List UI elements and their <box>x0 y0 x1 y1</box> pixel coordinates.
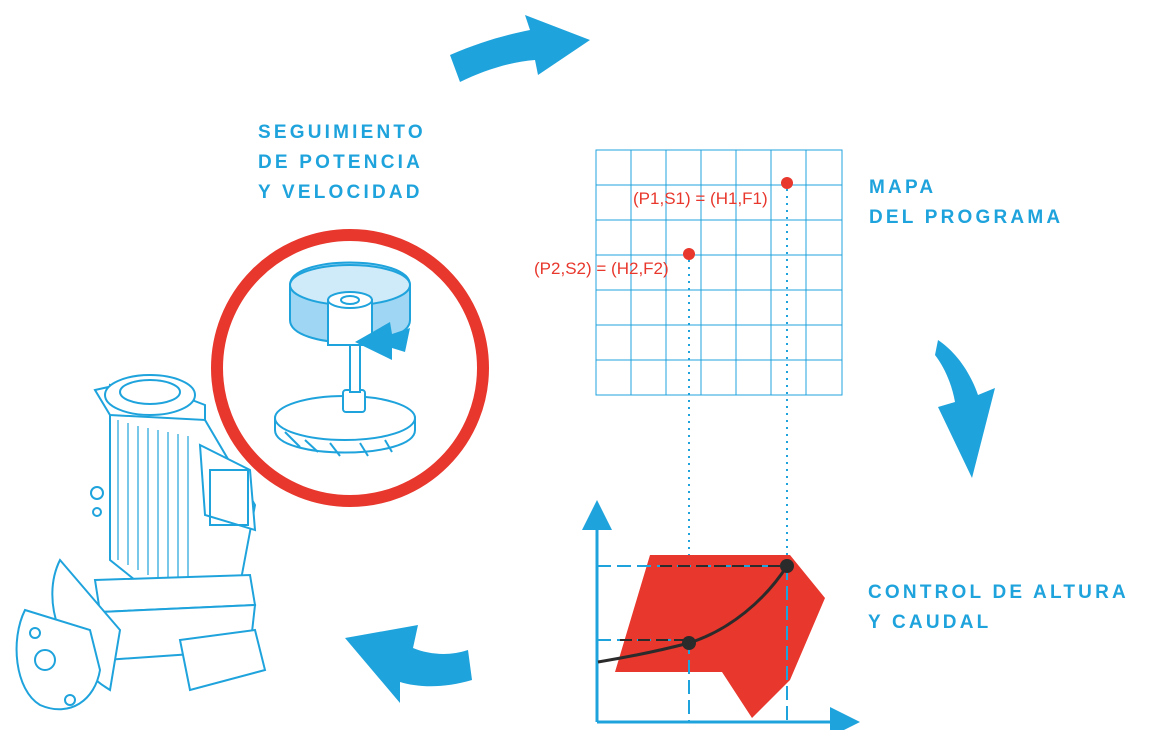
label-line: CONTROL DE ALTURA <box>868 582 1129 603</box>
point-1-label: (P1,S1) = (H1,F1) <box>633 189 768 208</box>
pump-icon <box>15 374 267 711</box>
curved-arrow-icon <box>935 340 995 478</box>
f1: F1 <box>742 189 763 208</box>
head-flow-chart <box>582 500 860 730</box>
operating-point-2 <box>682 636 696 650</box>
rotation-arrow-icon <box>355 322 410 360</box>
operating-region <box>615 555 825 718</box>
map-point-2 <box>683 248 695 260</box>
point-2-label: (P2,S2) = (H2,F2) <box>534 259 669 278</box>
highlight-circle <box>211 229 489 507</box>
h1: H1 <box>715 189 738 208</box>
label-line: Y VELOCIDAD <box>258 182 423 203</box>
label-line: MAPA <box>869 177 937 198</box>
program-map-grid <box>595 149 843 396</box>
map-point-1 <box>781 177 793 189</box>
curved-arrow-icon <box>345 625 472 703</box>
p1: P1 <box>638 189 660 208</box>
impeller-icon <box>274 261 416 457</box>
program-map-label: MAPA DEL PROGRAMA <box>869 173 1063 233</box>
p2: P2 <box>539 259 561 278</box>
label-line: DE POTENCIA <box>258 152 424 173</box>
s2: S2 <box>565 259 586 278</box>
operating-point-1 <box>780 559 794 573</box>
label-line: Y CAUDAL <box>868 612 992 633</box>
head-flow-control-label: CONTROL DE ALTURA Y CAUDAL <box>868 578 1129 638</box>
label-line: SEGUIMIENTO <box>258 122 426 143</box>
s1: S1 <box>664 189 685 208</box>
power-speed-tracking-label: SEGUIMIENTO DE POTENCIA Y VELOCIDAD <box>258 118 426 208</box>
curved-arrow-icon <box>450 15 590 82</box>
f2: F2 <box>643 259 664 278</box>
label-line: DEL PROGRAMA <box>869 207 1064 228</box>
h2: H2 <box>616 259 639 278</box>
